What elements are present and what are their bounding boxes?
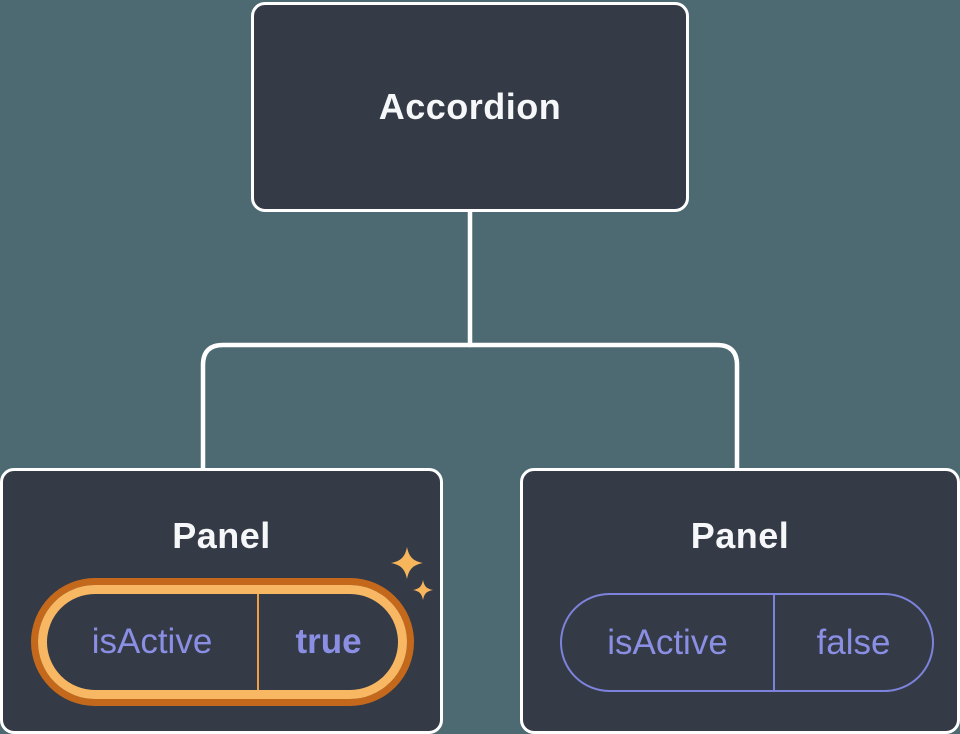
state-name: isActive bbox=[607, 622, 728, 662]
accordion-node-label: Accordion bbox=[378, 86, 562, 127]
panel-node-active: Panel isActive true bbox=[0, 468, 443, 734]
pill-divider bbox=[773, 595, 775, 690]
connector-bracket bbox=[200, 342, 740, 473]
state-pill-inactive: isActive false bbox=[560, 593, 934, 692]
accordion-node: Accordion bbox=[251, 2, 689, 212]
panel-node-inactive: Panel isActive false bbox=[520, 468, 960, 734]
state-pill-active: isActive true bbox=[38, 585, 407, 699]
state-value: true bbox=[295, 622, 362, 661]
sparkle-small bbox=[413, 580, 433, 600]
pill-divider bbox=[257, 594, 259, 690]
panel-node-label: Panel bbox=[172, 515, 271, 556]
sparkle-large bbox=[391, 547, 423, 579]
state-name: isActive bbox=[91, 622, 213, 661]
panel-node-label: Panel bbox=[690, 515, 790, 556]
state-value: false bbox=[816, 622, 891, 662]
sparkles-icon bbox=[391, 547, 433, 600]
